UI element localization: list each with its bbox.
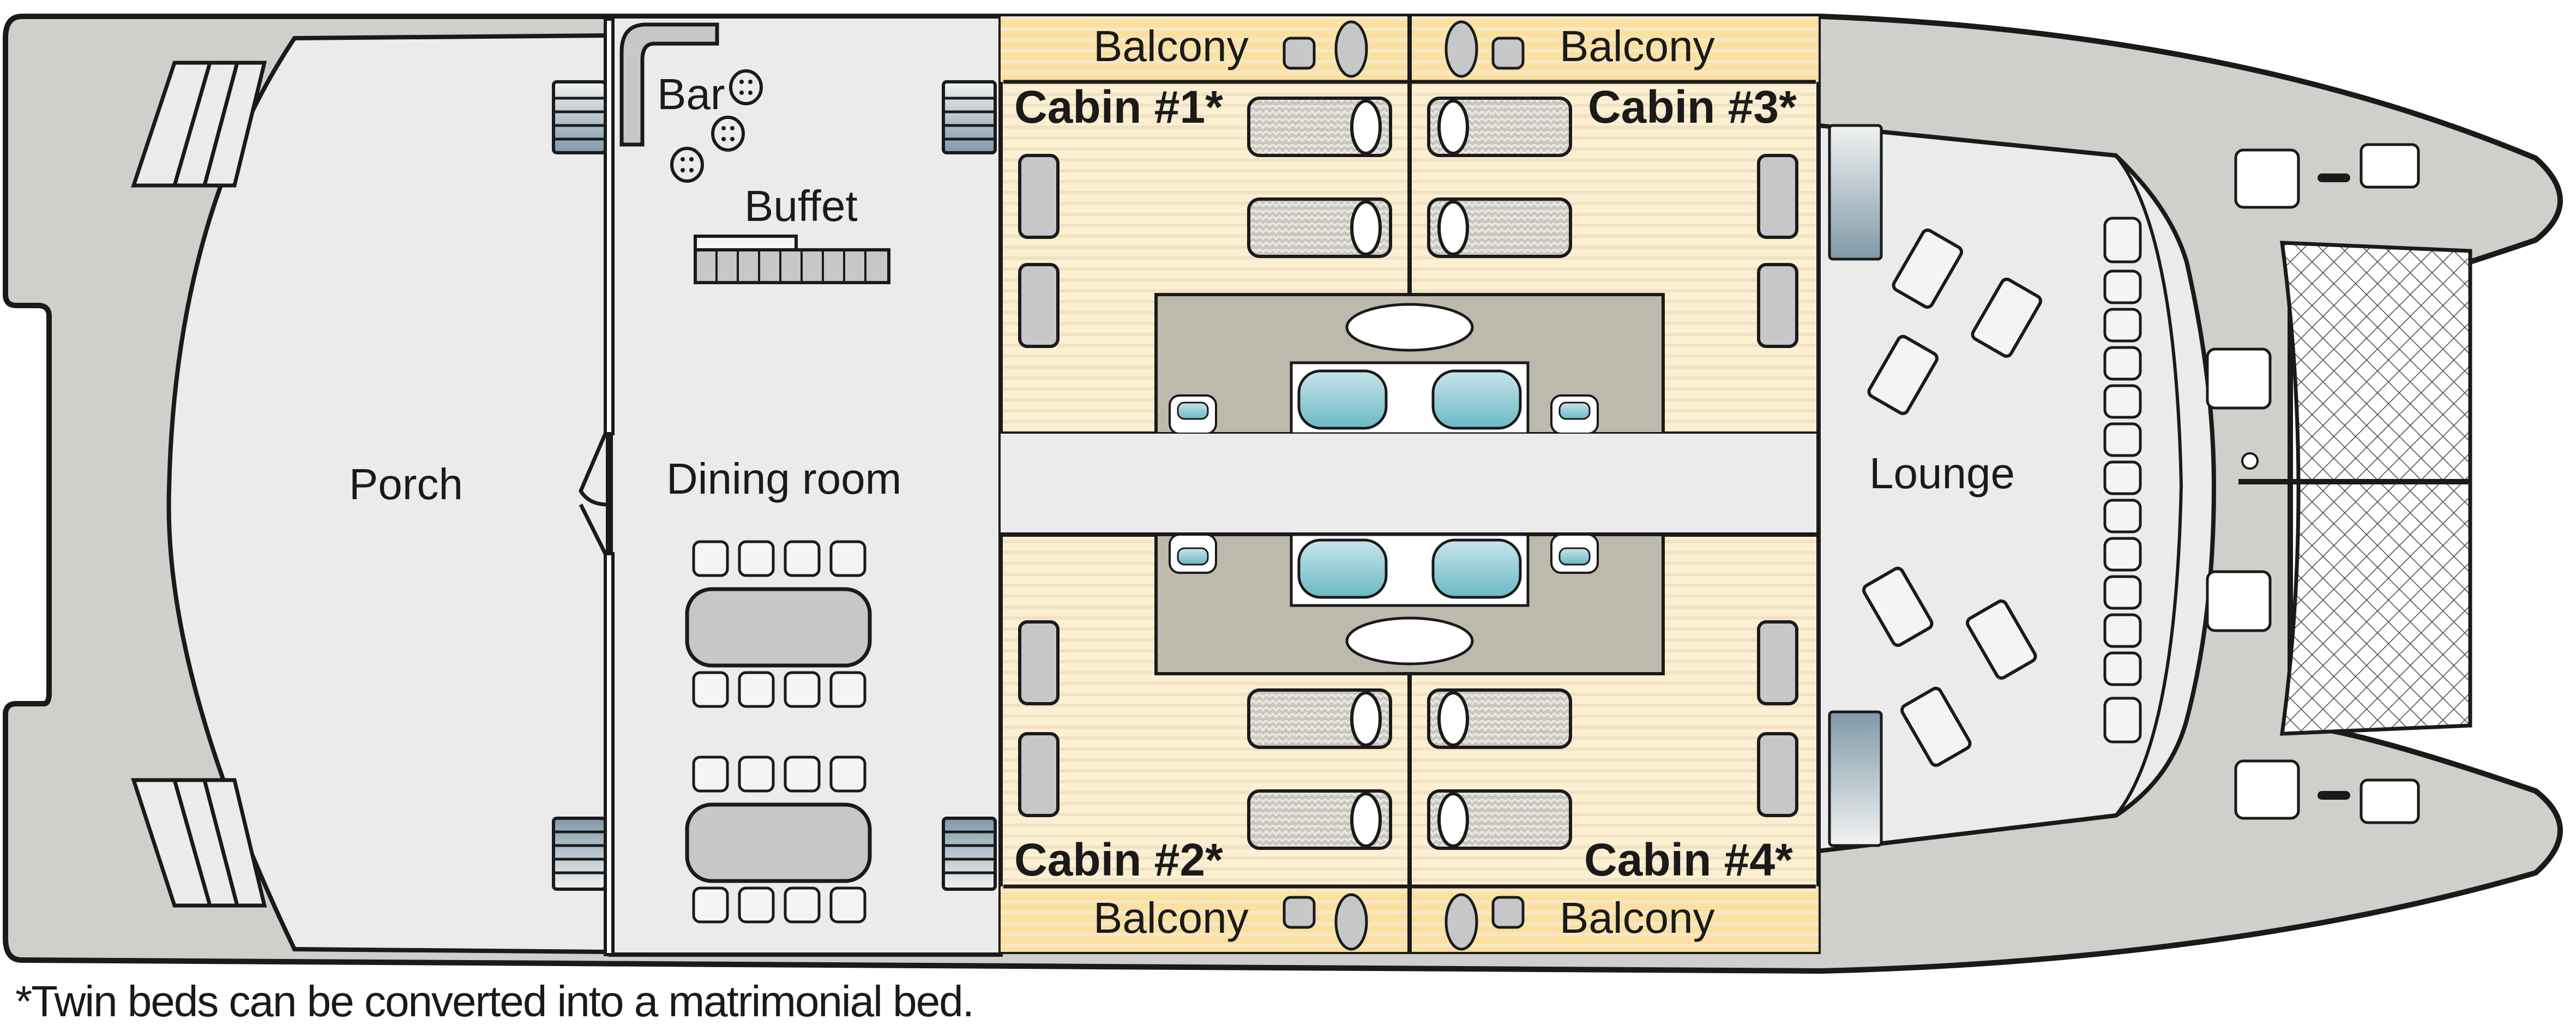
twin-beds-bottom xyxy=(1247,688,1572,850)
cabin-chairs-top xyxy=(1018,154,1798,348)
porch-area: Porch xyxy=(131,33,610,955)
porch-steps-bottom xyxy=(131,778,267,908)
lounge-sofas xyxy=(1862,228,2042,767)
deck-hatches xyxy=(2206,143,2420,824)
cabins-bottom: Cabin #2* Cabin #4* Balcony Balcony xyxy=(998,532,1821,954)
buffet-counter xyxy=(694,235,890,284)
cabin-1-label: Cabin #1* xyxy=(1014,81,1223,133)
porch-label: Porch xyxy=(349,460,463,508)
porch-steps-top xyxy=(131,61,267,188)
balcony-furniture-bottom xyxy=(1283,893,1525,951)
balcony-label-2: Balcony xyxy=(1093,894,1249,942)
bar-stools xyxy=(670,69,763,183)
cabin-4-label: Cabin #4* xyxy=(1584,834,1793,885)
bar-label: Bar xyxy=(657,70,725,118)
balcony-label-3: Balcony xyxy=(1560,22,1715,70)
lounge-bench xyxy=(2103,217,2142,744)
dining-chairs xyxy=(692,540,866,924)
cabin-2-label: Cabin #2* xyxy=(1014,834,1223,885)
balcony-furniture-top xyxy=(1283,20,1525,78)
cabin-chairs-bottom xyxy=(1018,620,1798,817)
cabin-3-label: Cabin #3* xyxy=(1588,81,1797,133)
buffet-label: Buffet xyxy=(744,182,858,230)
balcony-label-1: Balcony xyxy=(1093,22,1249,70)
footnote: *Twin beds can be converted into a matri… xyxy=(15,977,974,1026)
lounge-label: Lounge xyxy=(1869,449,2015,497)
balcony-label-4: Balcony xyxy=(1560,894,1715,942)
twin-beds-top xyxy=(1247,97,1572,258)
bar-counter xyxy=(619,22,719,147)
dining-room-label: Dining room xyxy=(666,454,901,503)
double-door xyxy=(579,433,609,555)
stairs xyxy=(552,80,997,891)
bow-trampoline xyxy=(2238,241,2472,736)
dining-table-1 xyxy=(685,587,872,668)
central-corridor xyxy=(1001,434,1819,535)
dining-table-2 xyxy=(685,802,872,883)
dining-room-area: Bar Buffet Dining room xyxy=(579,14,1003,957)
cabins-top: Balcony Balcony Cabin #1* Cabin #3* xyxy=(998,14,1821,436)
lounge-area: Lounge xyxy=(1816,123,2217,854)
